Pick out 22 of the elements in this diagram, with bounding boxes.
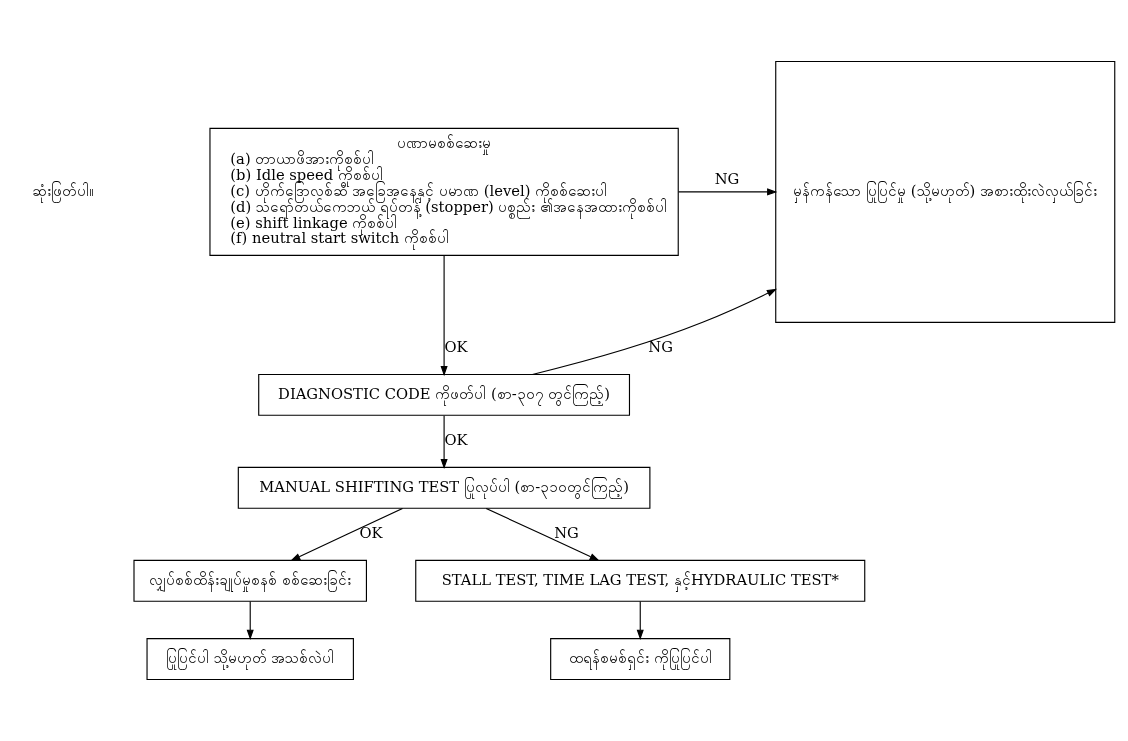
edge-label: OK xyxy=(444,431,468,449)
arrow xyxy=(531,288,778,375)
arrow xyxy=(485,507,600,561)
arrow xyxy=(636,600,644,640)
arrow xyxy=(246,600,254,640)
arrow xyxy=(290,507,404,561)
node-box: DIAGNOSTIC CODE ကိုဖတ်ပါ (စာ-၃၀၇ တွင်ကြည့်) xyxy=(258,373,631,416)
arrow xyxy=(440,415,448,470)
node-box: မှန်ကန်သော ပြုပြင်မှု (သို့မဟုတ်) အစားထိုးလဲလှယ်ခြင်း xyxy=(775,60,1116,323)
arrow xyxy=(677,188,778,196)
node-box: လျှပ်စစ်ထိန်းချုပ်မှုစနစ် စစ်ဆေးခြင်း xyxy=(133,559,367,602)
node-box: STALL TEST, TIME LAG TEST, နှင့်HYDRAULIC TEST* xyxy=(415,559,866,602)
node-box: ပြုပြင်ပါ သို့မဟုတ် အသစ်လဲပါ xyxy=(146,638,354,681)
node-box: ပဏာမစစ်ဆေးမှု (a) တာယာဖိအားကိုစစ်ပါ (b) Idle speed ကိုစစ်ပါ (c) ဟိုက်ဒြောလစ်ဆီ အခြေအနေနှင့် ပမာဏ (level) ကိုစစ်ဆေးပါ (d) သရော်တယ်ကေဘယ် ရပ်တန့် (stopper) ပစ္စည်း ၏အနေအထားကိုစစ်ပါ (e) shift linkage ကိုစစ်ပါ (f) neutral start switch ကိုစစ်ပါ xyxy=(209,127,679,256)
edge-label: OK xyxy=(444,338,468,356)
edge-label: NG xyxy=(648,338,673,356)
node-box: MANUAL SHIFTING TEST ပြုလုပ်ပါ (စာ-၃၁၀တွင်ကြည့်) xyxy=(237,466,651,509)
edge-label: OK xyxy=(359,524,383,542)
arrow xyxy=(440,254,448,377)
edge-label: NG xyxy=(554,524,579,542)
node-box: ထရန်စမစ်ရှင်း ကိုပြုပြင်ပါ xyxy=(550,638,731,681)
edge-label: NG xyxy=(714,170,740,188)
